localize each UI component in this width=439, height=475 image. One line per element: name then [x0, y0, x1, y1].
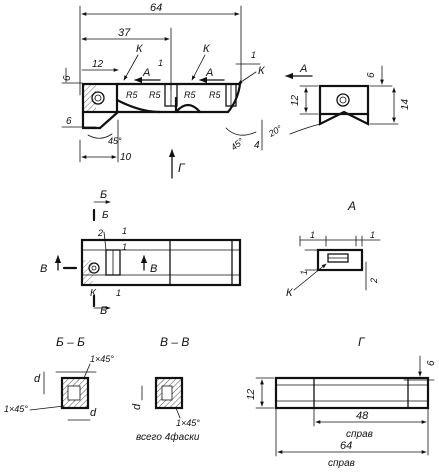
section-VV-chamfer: 1×45°: [176, 418, 200, 428]
view-G: Г 6 12 48 справ 64 справ: [246, 335, 437, 469]
section-BB-chamfer-top: 1×45°: [90, 354, 114, 364]
view-G-dim-12: 12: [246, 388, 257, 400]
side-view: A 6 12 14 20°: [266, 63, 411, 139]
view-G-dim-6: 6: [426, 360, 437, 366]
detail-A: А 1 1 1 2 К: [286, 199, 381, 299]
label-K-2: К: [203, 43, 210, 55]
dim-4: 4: [254, 140, 260, 151]
plan-label-B-top-2: Б: [102, 210, 109, 221]
side-dim-12: 12: [290, 94, 301, 106]
detail-dim-2: 2: [369, 278, 379, 284]
label-K-1: К: [136, 43, 143, 55]
plan-dim-2: 2: [97, 228, 103, 238]
view-G-dim-64: 64: [340, 440, 352, 452]
side-dim-20deg: 20°: [266, 123, 284, 139]
detail-dim-1-c: 1: [299, 270, 309, 275]
dim-45deg-left: 45°: [108, 136, 122, 146]
plan-label-V-right: В: [150, 263, 157, 275]
main-front-view: 64 37 12 6 К: [61, 2, 265, 179]
section-VV-note: всего 4фаски: [136, 431, 200, 443]
dim-64-top: 64: [150, 2, 162, 14]
section-BB: Б – Б 1×45° 1×45° d d: [4, 335, 114, 421]
section-VV-d: d: [131, 403, 143, 410]
dim-37: 37: [118, 27, 131, 39]
detail-A-title: А: [347, 199, 356, 213]
dim-10: 10: [120, 152, 132, 163]
view-G-dim-48-note: справ: [346, 429, 373, 440]
plan-label-V-left: В: [40, 263, 47, 275]
dim-6-bottom: 6: [66, 116, 72, 127]
detail-dim-1-a: 1: [310, 230, 315, 240]
radius-r5-2: R5: [149, 90, 161, 100]
plan-dim-1-a: 1: [122, 226, 127, 236]
label-K-3: К: [258, 65, 265, 77]
view-G-title: Г: [358, 335, 366, 349]
plan-label-B-bottom: Б: [100, 305, 107, 317]
section-BB-chamfer-bottom: 1×45°: [4, 404, 28, 414]
dim-1-a: 1: [158, 58, 163, 68]
section-BB-d-bottom: d: [90, 407, 97, 419]
section-BB-title: Б – Б: [56, 335, 85, 349]
label-A-2: A: [205, 67, 213, 79]
plan-label-B-top: Б: [100, 189, 107, 201]
dim-12: 12: [92, 59, 104, 70]
view-G-dim-48: 48: [356, 410, 369, 422]
plan-dim-1-b: 1: [122, 242, 127, 252]
side-dim-14: 14: [400, 98, 411, 110]
dim-6-left: 6: [62, 75, 73, 81]
view-arrow-G: Г: [178, 161, 186, 175]
side-label-A: A: [299, 63, 307, 75]
radius-r5-1: R5: [126, 90, 138, 100]
dim-45deg-right: 45°: [229, 136, 246, 153]
dim-1-b: 1: [251, 50, 256, 60]
detail-label-K: К: [286, 287, 293, 299]
label-A-1: A: [142, 67, 150, 79]
side-dim-6: 6: [366, 72, 377, 78]
plan-label-K: К: [90, 288, 97, 299]
radius-r5-4: R5: [209, 90, 221, 100]
section-VV: В – В d 1×45° всего 4фаски: [131, 335, 200, 443]
plan-dim-1-c: 1: [116, 288, 121, 298]
radius-r5-3: R5: [184, 90, 196, 100]
view-G-dim-64-note: справ: [328, 458, 355, 469]
plan-view: Б Б Б В В 2 1 1 1 К: [40, 189, 242, 317]
detail-dim-1-b: 1: [370, 230, 375, 240]
section-VV-title: В – В: [160, 335, 189, 349]
section-BB-d-left: d: [34, 373, 41, 385]
